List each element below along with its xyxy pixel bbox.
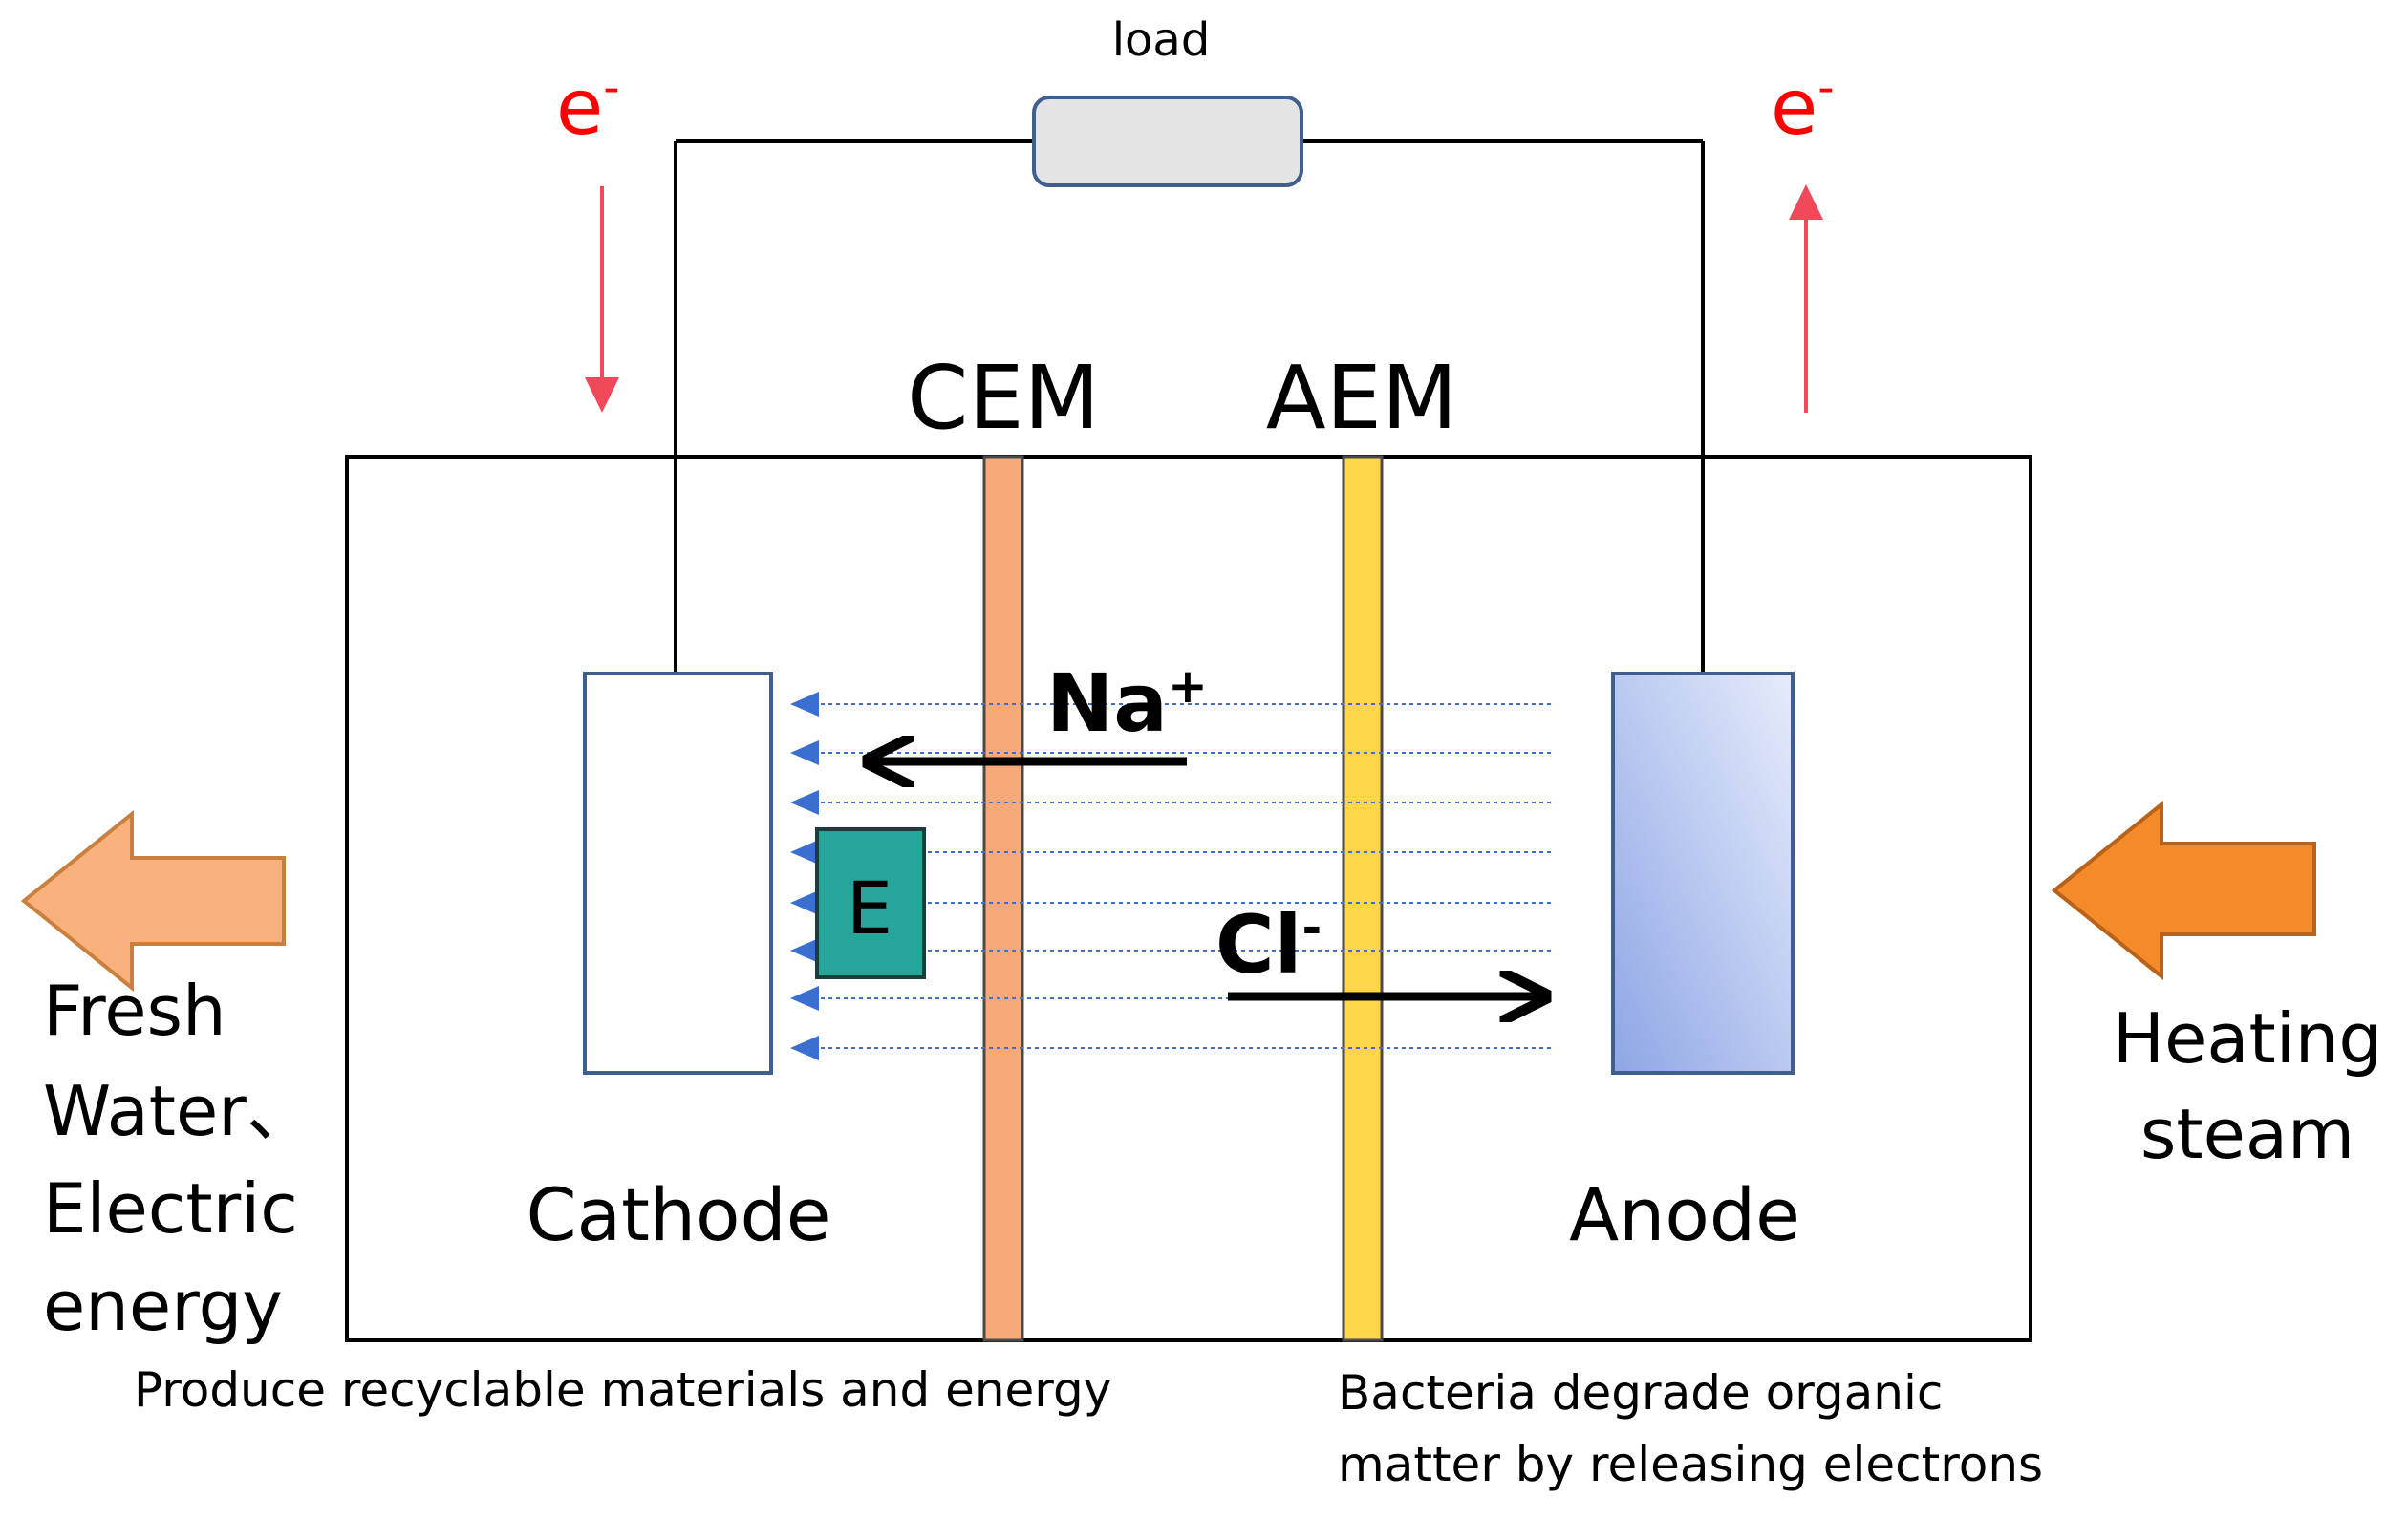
output-line-4: energy [43, 1266, 283, 1346]
input-line-1: Heating [2113, 998, 2382, 1079]
output-labels: Fresh Water、 Electric energy [43, 971, 315, 1346]
e-block [815, 827, 926, 979]
field-arrowhead-6 [790, 938, 819, 963]
e-block-label: E [847, 866, 892, 951]
anode-electrode [1611, 672, 1795, 1075]
cem-label: CEM [907, 347, 1100, 449]
electron-down-arrow-head [585, 377, 619, 413]
anode-label: Anode [1569, 1172, 1800, 1257]
cathode-electrode [583, 672, 773, 1075]
aem-membrane [1342, 455, 1384, 1342]
field-arrowhead-5 [790, 890, 819, 915]
electron-flow: e- e- [556, 61, 1835, 413]
field-arrowhead-3 [790, 790, 819, 815]
anode-caption-1: Bacteria degrade organic [1338, 1365, 1943, 1421]
output-line-2: Water、 [43, 1071, 315, 1151]
ion-flow: Na+ Cl- [868, 656, 1546, 996]
fresh-water-output-arrow [20, 809, 286, 993]
heating-steam-input-arrow [2051, 800, 2316, 981]
field-arrowhead-8 [790, 1036, 819, 1060]
input-line-2: steam [2140, 1094, 2354, 1174]
electron-right-symbol: e- [1771, 61, 1835, 152]
field-arrowhead-4 [790, 840, 819, 865]
cl-ion-label: Cl- [1215, 898, 1322, 992]
electron-up-arrow-head [1789, 184, 1823, 220]
cathode-label: Cathode [526, 1172, 830, 1257]
electrodes: E Cathode Anode [526, 672, 1800, 1257]
aem-label: AEM [1266, 347, 1457, 449]
external-circuit: load [674, 13, 1705, 674]
field-arrowhead-1 [790, 692, 819, 717]
electron-left-symbol: e- [556, 61, 620, 152]
load-label: load [1112, 13, 1211, 67]
field-arrowhead-7 [790, 986, 819, 1011]
field-arrowhead-2 [790, 740, 819, 765]
membranes: CEM AEM [907, 347, 1457, 1342]
output-line-3: Electric [43, 1168, 298, 1249]
cell-container [345, 455, 2032, 1342]
input-labels: Heating steam [2113, 998, 2382, 1174]
output-line-1: Fresh [43, 971, 226, 1051]
anode-caption-2: matter by releasing electrons [1338, 1437, 2043, 1492]
cathode-caption: Produce recyclable materials and energy [134, 1362, 1111, 1418]
na-ion-label: Na+ [1046, 656, 1208, 750]
cem-membrane [982, 455, 1024, 1342]
load-resistor [1032, 96, 1303, 187]
